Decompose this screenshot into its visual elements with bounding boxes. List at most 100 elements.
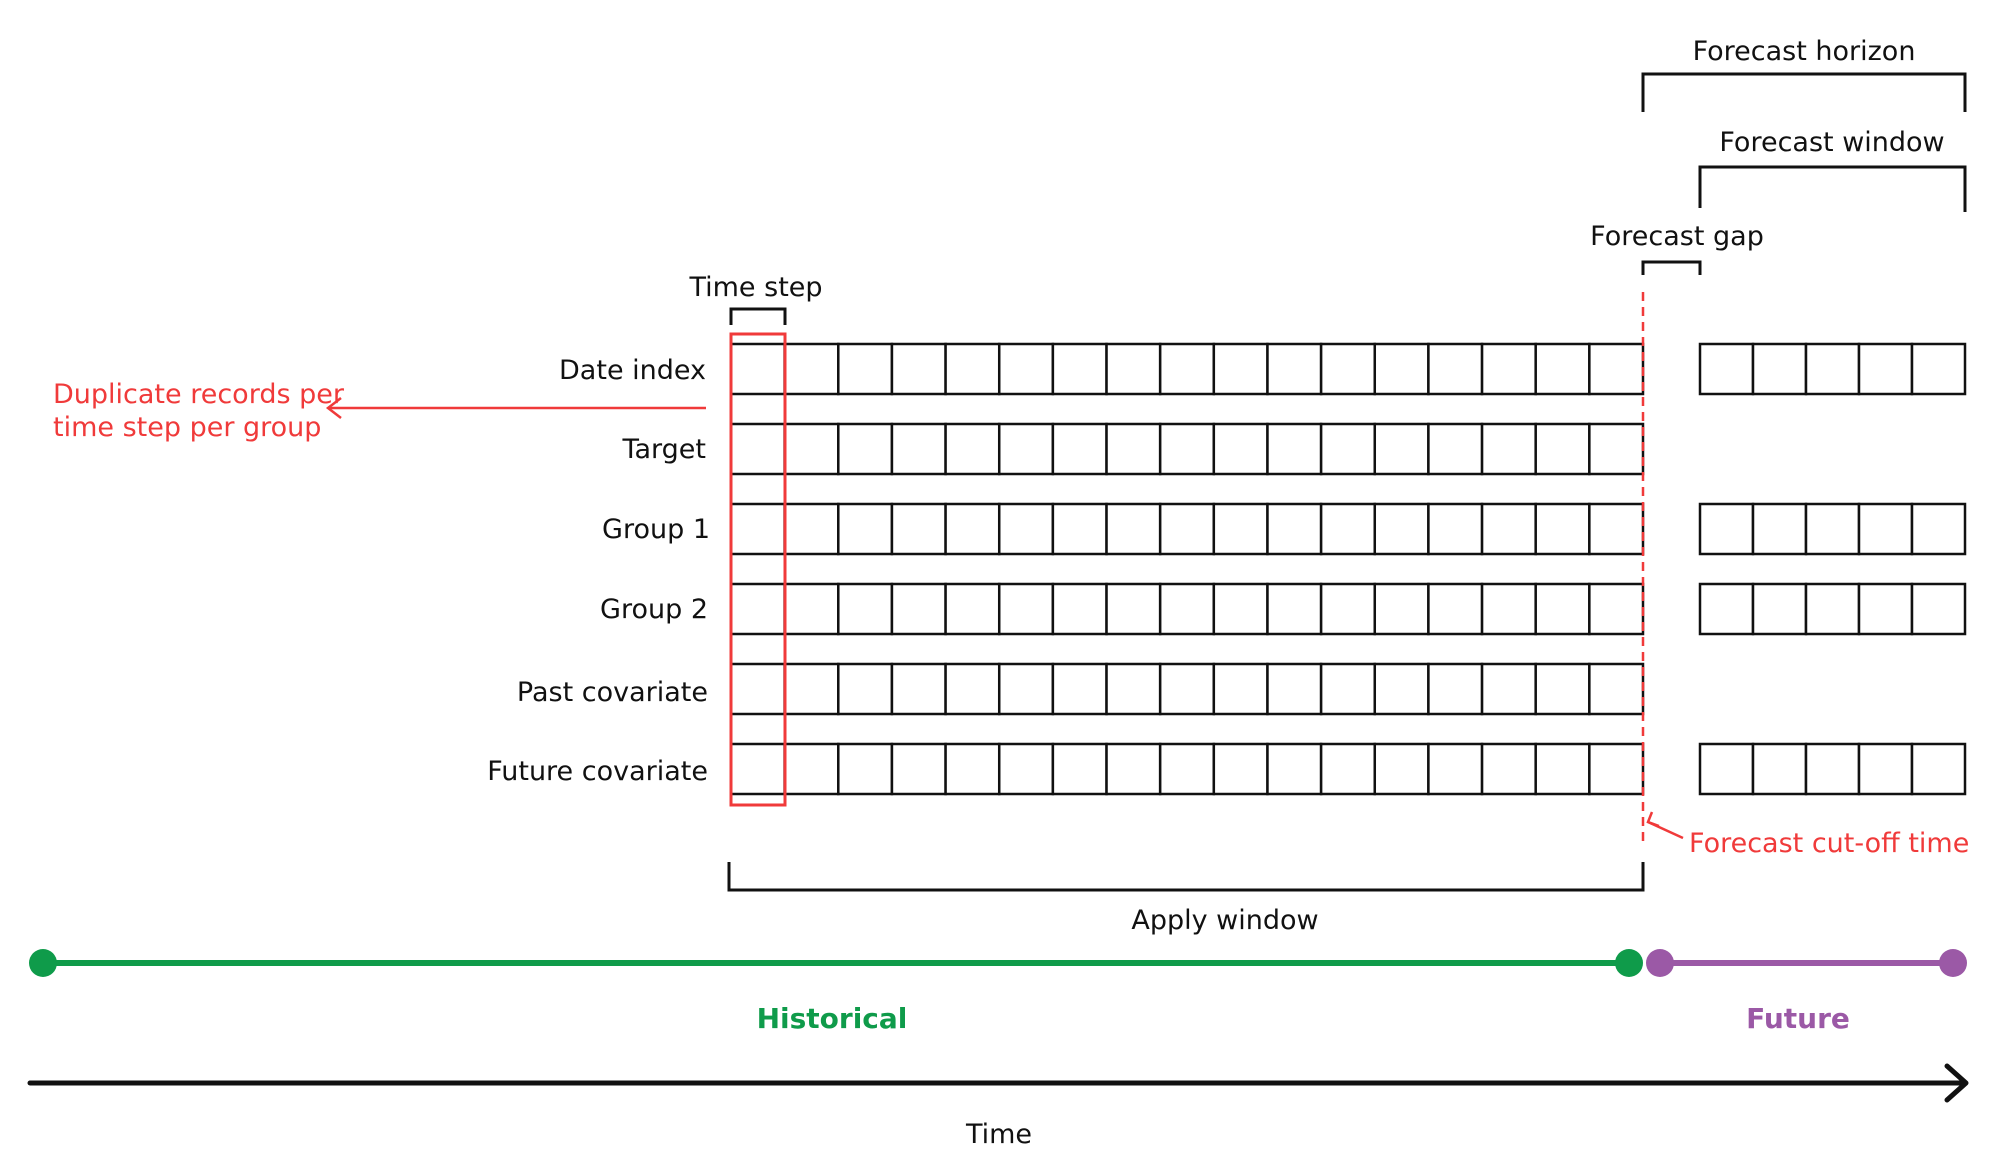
history-cell (837, 342, 894, 396)
history-cell (783, 742, 840, 796)
future-cell (1804, 342, 1861, 396)
future-start-dot (1646, 949, 1674, 977)
history-cell (1373, 502, 1430, 556)
row-label-target: Target (621, 434, 706, 465)
history-cell (1212, 662, 1269, 716)
history-cell (1212, 502, 1269, 556)
history-cell (1534, 662, 1591, 716)
time-step-label: Time step (688, 272, 822, 303)
history-cell (1588, 582, 1645, 636)
history-cell (997, 502, 1055, 556)
history-cell (1051, 662, 1108, 716)
history-cell (1051, 422, 1108, 476)
history-cell (1319, 582, 1377, 636)
history-cell (1588, 742, 1645, 796)
history-cell (1319, 502, 1377, 556)
history-cell (997, 422, 1055, 476)
history-cell (1480, 502, 1537, 556)
grid-row-past-covariate (729, 662, 1645, 716)
history-cell (1158, 342, 1216, 396)
future-cell (1751, 742, 1808, 796)
future-cell (1910, 582, 1967, 636)
future-cell (1910, 742, 1967, 796)
historical-label: Historical (757, 1002, 908, 1035)
future-label: Future (1746, 1002, 1850, 1035)
time-axis-label: Time (965, 1119, 1032, 1150)
row-labels: Date index Target Group 1 Group 2 Past c… (487, 355, 710, 787)
history-cell (1480, 662, 1537, 716)
history-cell (1212, 582, 1269, 636)
history-cell (1105, 502, 1162, 556)
history-cell (1534, 742, 1591, 796)
history-cell (1158, 422, 1216, 476)
history-cell (783, 662, 840, 716)
history-cell (729, 742, 786, 796)
future-cell (1857, 502, 1914, 556)
apply-window-label: Apply window (1131, 905, 1318, 936)
grid-row-group-1 (729, 502, 1967, 556)
history-cell (997, 342, 1055, 396)
history-cell (783, 342, 840, 396)
history-cell (1480, 742, 1537, 796)
history-cell (890, 742, 947, 796)
grid-row-date-index (729, 342, 1967, 396)
forecast-gap-label: Forecast gap (1590, 221, 1764, 252)
history-cell (1319, 342, 1377, 396)
history-cell (783, 582, 840, 636)
history-cell (729, 422, 786, 476)
history-cell (1427, 502, 1484, 556)
history-cell (1212, 742, 1269, 796)
future-end-dot (1939, 949, 1967, 977)
history-cell (944, 422, 1001, 476)
history-cell (1105, 342, 1162, 396)
history-cell (890, 502, 947, 556)
future-cell (1910, 342, 1967, 396)
history-cell (837, 582, 894, 636)
history-cell (1051, 502, 1108, 556)
history-cell (729, 582, 786, 636)
row-label-group-2: Group 2 (600, 594, 708, 625)
history-cell (729, 342, 786, 396)
history-cell (1319, 422, 1377, 476)
history-cell (1051, 582, 1108, 636)
history-cell (890, 422, 947, 476)
future-cell (1804, 582, 1861, 636)
history-cell (1373, 662, 1430, 716)
history-cell (837, 742, 894, 796)
forecast-window-bracket (1698, 165, 1967, 212)
history-cell (944, 502, 1001, 556)
history-cell (1158, 742, 1216, 796)
future-cell (1751, 582, 1808, 636)
history-cell (783, 502, 840, 556)
history-cell (890, 662, 947, 716)
history-cell (729, 502, 786, 556)
future-cell (1698, 502, 1755, 556)
cutoff-arrow (1646, 811, 1684, 840)
future-cell (1804, 742, 1861, 796)
grid-row-target (729, 422, 1645, 476)
row-label-past-covariate: Past covariate (517, 677, 708, 708)
history-cell (1373, 422, 1430, 476)
future-cell (1751, 342, 1808, 396)
history-cell (1427, 742, 1484, 796)
history-cell (944, 342, 1001, 396)
duplicate-records-label-line2: time step per group (53, 412, 321, 443)
row-label-future-covariate: Future covariate (487, 756, 708, 787)
duplicate-records-highlight (729, 332, 787, 807)
history-cell (1266, 422, 1323, 476)
history-cell (1373, 582, 1430, 636)
history-cell (1534, 582, 1591, 636)
history-cell (944, 742, 1001, 796)
history-cell (997, 742, 1055, 796)
historical-start-dot (29, 949, 57, 977)
forecast-gap-bracket (1641, 260, 1702, 275)
duplicate-records-label-line1: Duplicate records per (53, 379, 345, 410)
history-cell (1051, 342, 1108, 396)
future-cell (1698, 582, 1755, 636)
data-grid (729, 342, 1967, 796)
history-cell (1427, 582, 1484, 636)
history-cell (1427, 422, 1484, 476)
history-cell (944, 582, 1001, 636)
history-cell (1588, 502, 1645, 556)
history-cell (1588, 422, 1645, 476)
